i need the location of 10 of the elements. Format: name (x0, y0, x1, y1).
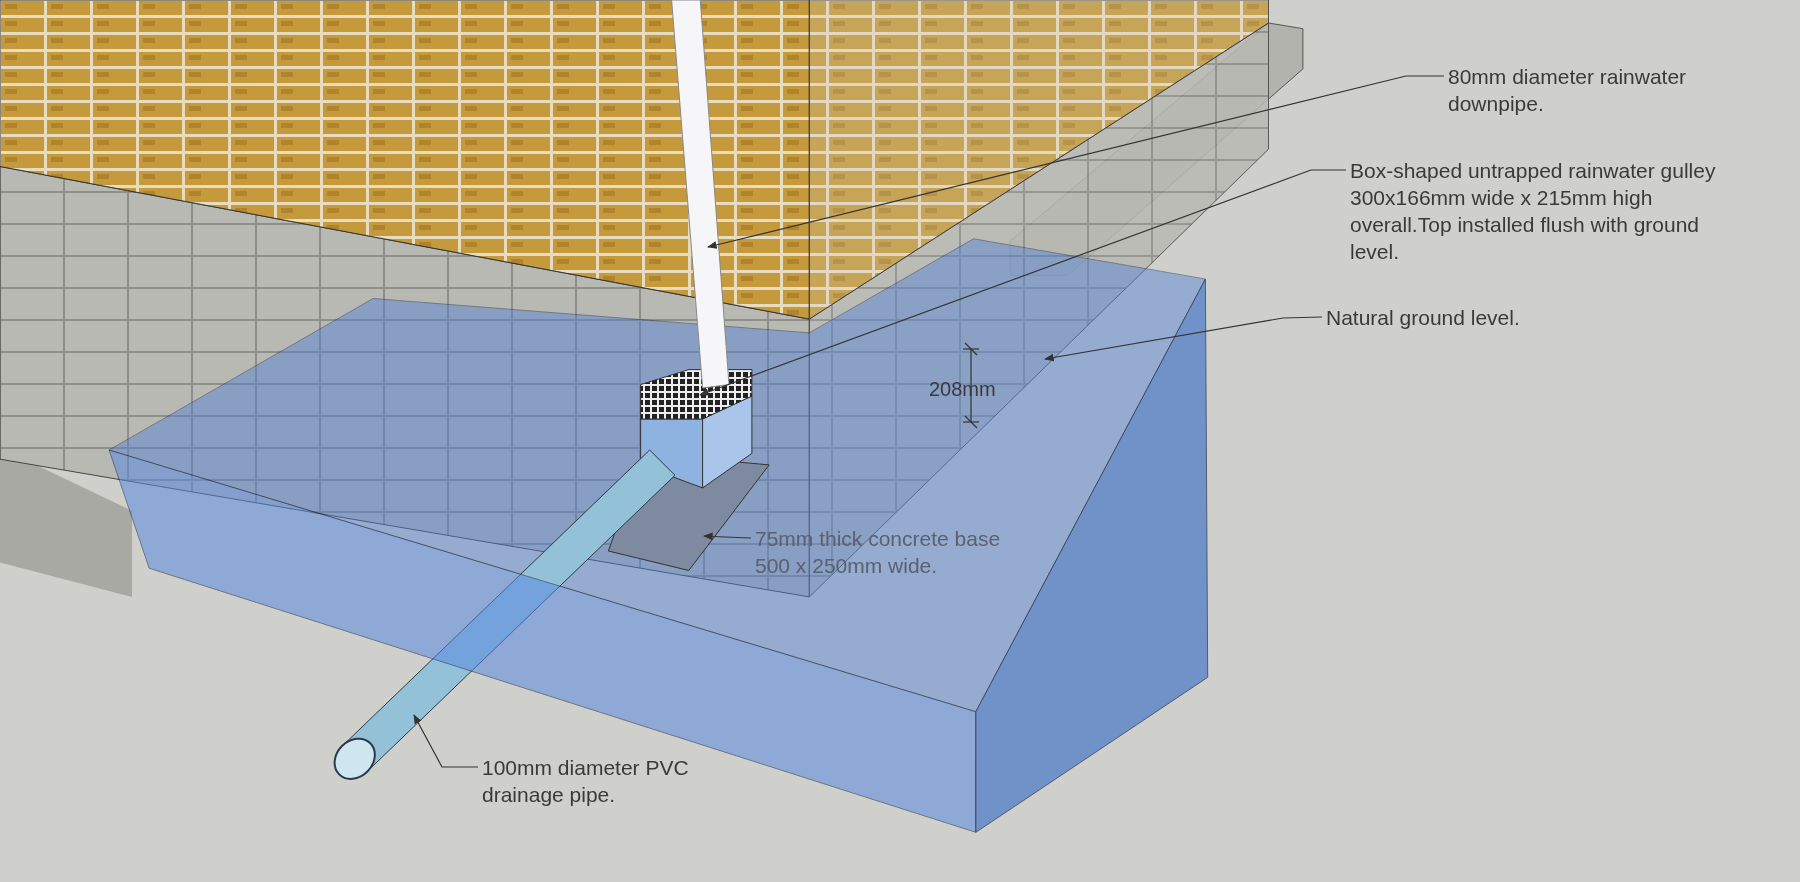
callout-text: 100mm diameter PVC drainage pipe. (482, 754, 722, 808)
leader-line (707, 75, 1445, 249)
callout-text: 75mm thick concrete base 500 x 250mm wide. (755, 525, 1025, 579)
leader-line (699, 169, 1347, 396)
callout-text: Box-shaped untrapped rainwater gulley 300x166mm wide x 215mm high overall.Top installed flush with ground level. (1350, 157, 1730, 265)
callout-text: 80mm diameter rainwater downpipe. (1448, 63, 1688, 117)
callout-text: Natural ground level. (1326, 304, 1586, 331)
leader-line (703, 532, 752, 541)
leader-line (413, 714, 479, 768)
leader-line (1044, 316, 1323, 362)
